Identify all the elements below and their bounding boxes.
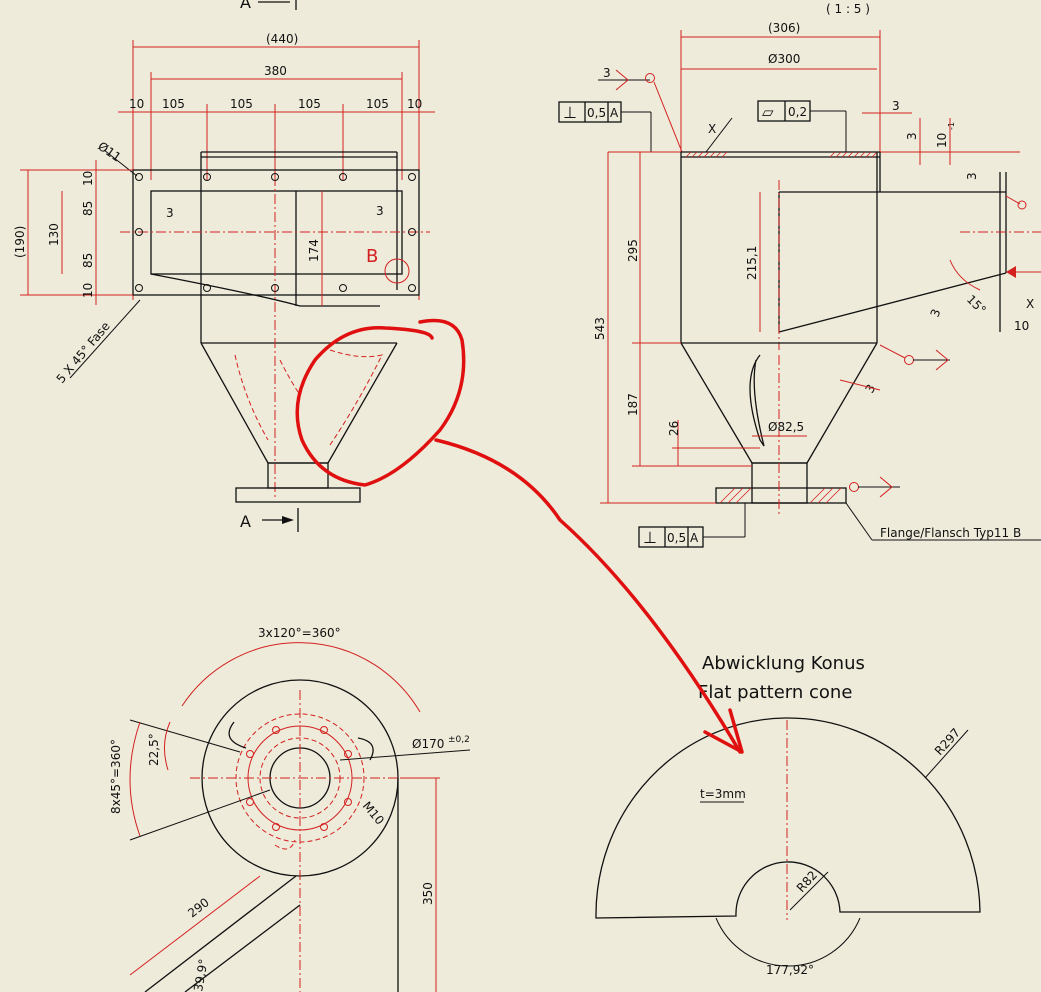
dim-187: 187 [626,393,640,416]
dim-small-3-left: 3 [166,206,174,220]
section-label-top: A [240,0,251,12]
bottom-view: 3x120°=360° 8x45°=360° 22,5° Ø170 ±0,2 M… [109,626,471,992]
dim-height-total: (190) [13,226,27,258]
scale-note: ( 1 : 5 ) [826,2,870,16]
dim-350: 350 [421,882,435,905]
section-label-bottom: A [240,512,251,531]
dim-10-side: 10 [1014,319,1029,333]
angle-22: 22,5° [147,733,161,766]
dim-height-174: 174 [307,239,321,262]
dim-10-tol: 10 [935,133,949,148]
dim-side-3: 85 [81,253,95,268]
dim-543: 543 [593,317,607,340]
dia-170-tol: ±0,2 [448,735,470,745]
weld-x: X [708,122,716,136]
dim-seg-4: 105 [298,97,321,111]
perp-tol-top-val: 0,5 [587,106,606,120]
dim-3-a: 3 [905,132,919,140]
dim-angle-small: 39,9° [191,958,210,992]
dim-215: 215,1 [745,246,759,280]
dim-295: 295 [626,239,640,262]
flat-angle: 177,92° [766,963,814,977]
dia-170: Ø170 [412,737,444,751]
perp-tol-bottom-sym: ⊥ [643,528,657,547]
detail-label-b: B [366,246,378,267]
side-view: ( 1 : 5 ) (306) Ø300 3 ⊥ 0,5 A ▱ 0,2 3 3… [558,2,1041,548]
flatness-tol-frame: ▱ 0,2 [757,100,811,122]
flat-inner-r: R82 [794,868,820,895]
flat-pattern: Abwicklung Konus Flat pattern cone t=3mm… [595,653,981,977]
flange-note: Flange/Flansch Typ11 B [880,526,1021,540]
perp-tol-top-frame: ⊥ 0,5 A [558,101,622,123]
flat-tol-sym: ▱ [762,103,774,121]
front-view: A (440) 380 10 105 105 105 105 10 [13,0,435,532]
dim-small-3-right: 3 [376,204,384,218]
perp-tol-bottom-frame: ⊥ 0,5 A [638,526,704,548]
perp-tol-top-sym: ⊥ [563,103,577,122]
dim-seg-1: 10 [129,97,144,111]
flat-thickness: t=3mm [700,787,746,801]
x-right: X [1026,297,1034,311]
dim-seg-6: 10 [407,97,422,111]
perp-tol-top-datum: A [610,106,619,120]
angle-15: 15° [964,292,989,317]
angle-8x45: 8x45°=360° [109,739,123,814]
markup-annotation [295,318,744,754]
flat-title-de: Abwicklung Konus [702,653,865,674]
perp-tol-bottom-val: 0,5 [667,531,686,545]
flat-tol-val: 0,2 [788,105,807,119]
chamfer-note: 5 X 45° Fase [54,319,113,386]
dim-seg-5: 105 [366,97,389,111]
dim-seg-3: 105 [230,97,253,111]
dim-overall-width: (440) [266,32,298,46]
dim-10-tol-exp: -1 [947,122,956,130]
perp-tol-bottom-datum: A [690,531,699,545]
dim-26: 26 [667,421,681,436]
dim-hole-dia: Ø11 [95,139,123,165]
dim-290: 290 [185,895,212,920]
dim-side-2: 85 [81,201,95,216]
dim-seg-2: 105 [162,97,185,111]
dim-dia-82: Ø82,5 [768,420,804,434]
dim-3-b: 3 [965,172,979,180]
dim-3-slope: 3 [928,307,944,319]
dim-3-right: 3 [892,99,900,113]
weld-3: 3 [603,66,611,80]
dim-inner-width: 380 [264,64,287,78]
dim-width-306: (306) [768,21,800,35]
thread-m10: M10 [360,799,387,828]
dim-dia-300: Ø300 [768,52,800,66]
dim-side-1: 10 [81,171,95,186]
dim-height-inner: 130 [47,223,61,246]
angle-3x120: 3x120°=360° [258,626,341,640]
flat-title-en: Flat pattern cone [698,682,852,703]
dim-side-4: 10 [81,283,95,298]
